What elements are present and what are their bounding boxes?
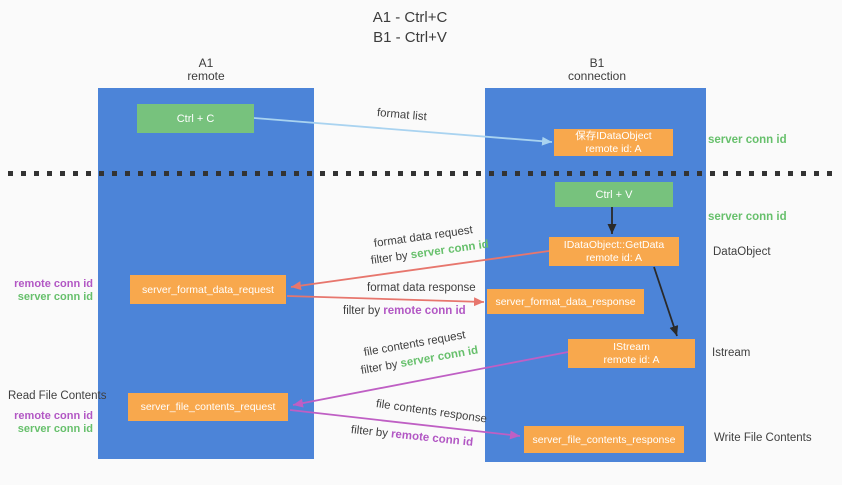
annotation-read-file-contents: Read File Contents: [8, 390, 107, 402]
node-server-file-contents-request: server_file_contents_request: [128, 393, 288, 421]
node-format-request-label: server_format_data_request: [142, 283, 274, 296]
node-getdata-line1: IDataObject::GetData: [563, 238, 665, 251]
filter-by-text: filter by: [359, 358, 402, 377]
filter-by-text: filter by: [343, 305, 384, 317]
node-ctrl-c: Ctrl + C: [137, 104, 254, 133]
title-line-1: A1 - Ctrl+C: [372, 9, 448, 26]
node-format-response-label: server_format_data_response: [495, 295, 636, 308]
node-ctrl-v-label: Ctrl + V: [595, 188, 633, 201]
column-b-id: B1: [589, 56, 605, 70]
node-idataobject-getdata: IDataObject::GetData remote id: A: [549, 237, 679, 266]
node-save-idataobject-line2: remote id: A: [585, 142, 642, 155]
column-b-role: connection: [567, 69, 627, 83]
annotation-dataobject: DataObject: [713, 246, 771, 258]
column-b-header: B1 connection: [527, 57, 667, 83]
label-filter-by-remote-conn-id-1: filter by remote conn id: [343, 305, 466, 317]
node-istream-line2: remote id: A: [603, 353, 660, 366]
annotation-conn-ids-upper: remote conn id server conn id: [0, 278, 93, 303]
remote-conn-id-text: remote conn id: [390, 428, 474, 449]
node-server-format-data-request: server_format_data_request: [130, 275, 286, 304]
node-file-request-label: server_file_contents_request: [140, 401, 276, 413]
node-server-format-data-response: server_format_data_response: [487, 289, 644, 314]
node-save-idataobject: 保存IDataObject remote id: A: [554, 129, 673, 156]
annotation-istream: Istream: [712, 347, 751, 359]
title-line-2: B1 - Ctrl+V: [373, 29, 447, 46]
node-ctrl-c-label: Ctrl + C: [176, 112, 215, 125]
annotation-write-file-contents: Write File Contents: [714, 432, 812, 444]
column-a-header: A1 remote: [136, 57, 276, 83]
node-ctrl-v: Ctrl + V: [555, 182, 673, 207]
node-file-response-label: server_file_contents_response: [532, 433, 676, 446]
session-divider-dotted-line: [8, 171, 836, 176]
annotation-server-conn-id-upper: server conn id: [17, 290, 93, 303]
label-format-list: format list: [376, 107, 428, 124]
label-format-data-response: format data response: [367, 282, 476, 294]
node-server-file-contents-response: server_file_contents_response: [524, 426, 684, 453]
format-data-response-arrow: [286, 295, 485, 307]
annotation-server-conn-id-top: server conn id: [708, 134, 787, 146]
label-file-contents-response: file contents response: [375, 398, 488, 426]
node-istream-line1: IStream: [613, 340, 650, 353]
annotation-server-conn-id-lower: server conn id: [17, 422, 93, 435]
node-istream: IStream remote id: A: [568, 339, 695, 368]
column-a-id: A1: [198, 56, 214, 70]
node-getdata-line2: remote id: A: [585, 251, 643, 264]
annotation-conn-ids-lower: remote conn id server conn id: [0, 410, 93, 435]
diagram-title: A1 - Ctrl+C B1 - Ctrl+V: [320, 8, 500, 48]
annotation-remote-conn-id-upper: remote conn id: [14, 278, 93, 290]
filter-by-text: filter by: [350, 424, 392, 441]
annotation-remote-conn-id-lower: remote conn id: [14, 410, 93, 422]
filter-by-text: filter by: [370, 249, 412, 267]
column-a-role: remote: [187, 69, 225, 83]
label-filter-by-remote-conn-id-2: filter by remote conn id: [350, 424, 473, 449]
node-save-idataobject-line1: 保存IDataObject: [575, 129, 652, 142]
annotation-server-conn-id-mid: server conn id: [708, 211, 787, 223]
remote-conn-id-text: remote conn id: [383, 305, 466, 317]
